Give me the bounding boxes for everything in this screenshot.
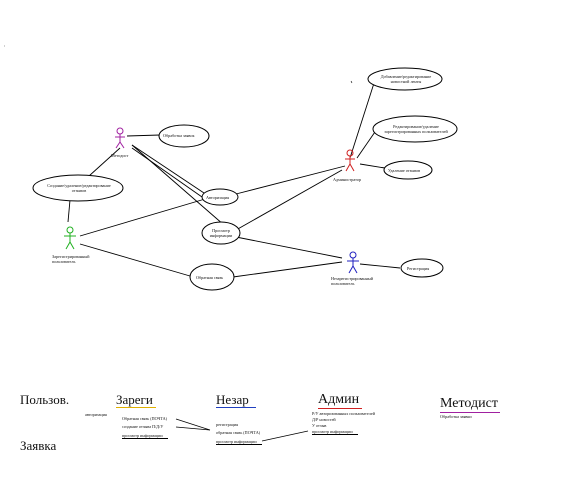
usecase-feedback (189, 263, 235, 291)
legend-title-methodist: Методист (440, 396, 498, 411)
legend-admin-item-3: просмотр информации (312, 429, 353, 434)
usecase-label-view-info: Просмотр информации (209, 228, 233, 238)
usecase-create-reviews (32, 174, 124, 202)
legend-admin-item-2: У отзыв (312, 423, 327, 428)
usecase-label-registration: Регистрация (407, 266, 430, 271)
usecase-edit-users (372, 115, 458, 143)
usecase-label-edit-users: Редактирование/удаление зарегистрированн… (384, 124, 448, 134)
legend-reg-item-1: создание отзыва П/Д/У (122, 424, 164, 429)
usecase-delete-reviews (383, 160, 433, 180)
actor-admin (345, 149, 355, 172)
actor-label-methodist: Методист (111, 153, 129, 158)
legend-underline-unreg (216, 407, 256, 408)
usecase-news-feed (367, 67, 443, 91)
actor-methodist (115, 127, 125, 149)
corner-mark: ' (4, 46, 5, 51)
legend-unreg-divider (216, 444, 262, 445)
actor-unregistered-user (347, 251, 359, 274)
usecase-authorization (201, 188, 239, 206)
legend-admin-item-0: Р/У авторизованных пользователей (312, 411, 375, 416)
usecase-view-info (201, 221, 241, 245)
legend-title-admin: Админ (318, 392, 360, 407)
usecase-label-delete-reviews: Удаление отзывов (388, 168, 421, 173)
legend-admin-divider (312, 434, 358, 435)
legend-reg-item-0: Обратная связь (ПОЧТА) (122, 416, 168, 421)
legend-reg-divider (122, 438, 168, 439)
association-lines (67, 79, 401, 278)
legend-underline-admin (318, 408, 362, 409)
legend-unreg-item-2: просмотр информации (216, 439, 257, 444)
actor-registered-user (64, 226, 76, 250)
legend-title-unreg: Незар (216, 392, 249, 407)
usecase-label-authorization: Авторизация (206, 195, 230, 200)
legend-title-user: Пользов. (20, 392, 70, 407)
usecase-label-news-feed: Добавление/редактирование новостной лент… (380, 74, 432, 84)
usecase-process-requests (158, 124, 210, 148)
legend-unreg-item-0: регистрация (216, 422, 239, 427)
usecase-label-process-requests: Обработка заявок (163, 133, 195, 138)
legend-admin-item-1: Д/Р новостей (312, 417, 336, 422)
actor-label-admin: Администратор (333, 177, 362, 182)
legend-reg-item-2: просмотр информации (122, 433, 163, 438)
actor-label-registered-user: Зарегистрированный пользователь (52, 254, 90, 264)
legend-title-reg: Зареги (116, 392, 153, 407)
usecase-registration (400, 258, 444, 278)
legend-underline-reg (116, 407, 156, 408)
legend-unreg-item-1: обратная связь (ПОЧТА) (216, 430, 261, 435)
legend-methodist-item-0: Обработка заявки (440, 414, 472, 419)
legend-underline-methodist (440, 412, 500, 413)
legend-user-item-0: авторизация (85, 412, 107, 417)
actor-label-unregistered-user: Незарегистрированный пользователь (331, 276, 373, 286)
stray-mark (350, 80, 353, 84)
usecase-label-feedback: Обратная связь (196, 275, 224, 280)
usecase-label-create-reviews: Создание/удаление/редактирование отзывов (47, 183, 111, 193)
legend-request-title: Заявка (20, 438, 57, 453)
